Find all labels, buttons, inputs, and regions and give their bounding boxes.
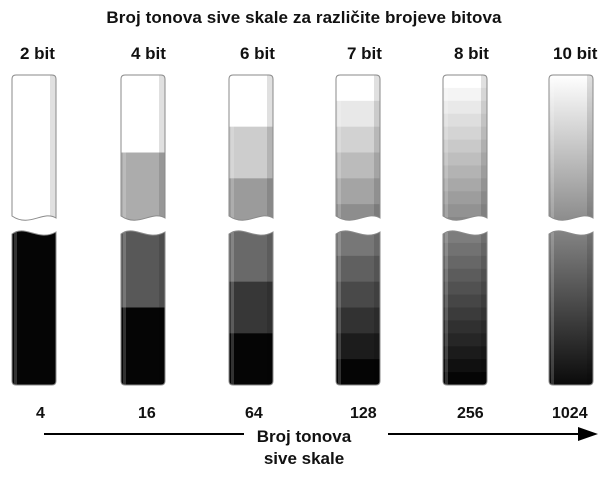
axis-arrow-line-right [388, 433, 578, 435]
bit-depth-label: 4 bit [131, 44, 166, 63]
tone-count-label: 128 [350, 405, 377, 422]
axis-label-line1: Broj tonova [256, 427, 352, 446]
diagram-title: Broj tonova sive skale za različite broj… [106, 8, 502, 27]
axis-arrow-line-left [44, 433, 244, 435]
axis-label-line2: sive skale [263, 449, 345, 468]
strip-10-bit [548, 74, 594, 386]
tone-count-label: 1024 [552, 405, 588, 422]
strip-4-bit [120, 74, 166, 386]
tone-count-label: 64 [245, 405, 263, 422]
axis-arrow-head [578, 427, 598, 441]
bit-depth-label: 8 bit [454, 44, 489, 63]
tone-count-label: 256 [457, 405, 484, 422]
tone-count-label: 4 [36, 405, 45, 422]
bit-depth-label: 7 bit [347, 44, 382, 63]
bit-depth-label: 2 bit [20, 44, 55, 63]
strip-8-bit [442, 74, 488, 386]
strip-6-bit [228, 74, 274, 386]
tone-count-label: 16 [138, 405, 156, 422]
strip-7-bit [335, 74, 381, 386]
bit-depth-label: 10 bit [553, 44, 598, 63]
bit-depth-label: 6 bit [240, 44, 275, 63]
strip-2-bit [11, 74, 57, 386]
